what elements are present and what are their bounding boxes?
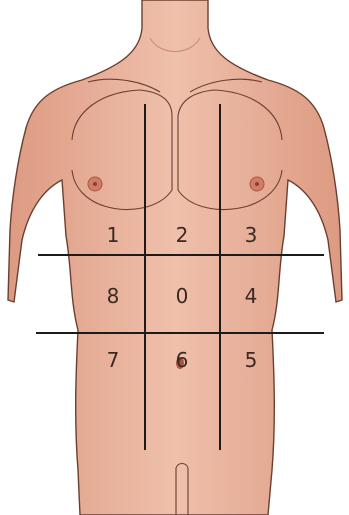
region-label-8: 8 <box>107 284 120 308</box>
region-label-4: 4 <box>245 284 258 308</box>
region-label-7: 7 <box>107 348 120 372</box>
region-label-5: 5 <box>245 348 258 372</box>
nipple-left-center <box>93 182 97 186</box>
region-label-0: 0 <box>176 284 189 308</box>
region-label-3: 3 <box>245 223 258 247</box>
region-label-2: 2 <box>176 223 189 247</box>
nipple-right-center <box>255 182 259 186</box>
torso-body <box>8 0 342 515</box>
region-label-6: 6 <box>176 348 189 372</box>
region-label-1: 1 <box>107 223 120 247</box>
